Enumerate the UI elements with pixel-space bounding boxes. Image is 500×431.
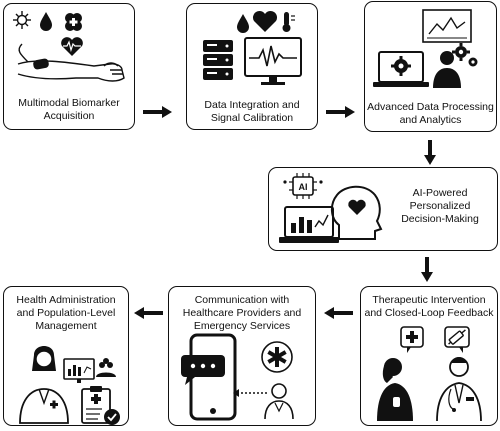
biomarker-illustration (13, 11, 125, 82)
virus-icon (13, 11, 31, 29)
chat-bubble-icon (181, 355, 225, 385)
step-label-therapeutic-intervention: Therapeutic Intervention and Closed-Loop… (361, 294, 497, 320)
step-label-line: and Analytics (399, 114, 462, 126)
monitor-chart-icon (63, 358, 95, 383)
administration-illustration (19, 346, 120, 425)
step-box-ai-decision: AI AI-Powered Personalized Decision-Maki… (268, 167, 498, 251)
step-label-line: Acquisition (43, 110, 95, 122)
step-label-line: and Closed-Loop Feedback (364, 307, 494, 319)
server-icon (203, 40, 233, 80)
step-label-data-processing: Advanced Data Processing and Analytics (365, 101, 496, 127)
flow-arrow-right (143, 106, 172, 118)
arm-sensor-icon (17, 43, 125, 82)
step-box-biomarker-acquisition: Multimodal Biomarker Acquisition (3, 3, 135, 130)
step-label-line: Data Integration and (204, 99, 300, 111)
step-box-communication: Communication with Healthcare Providers … (168, 286, 316, 426)
step-label-line: Health Administration (16, 294, 116, 306)
thermometer-icon (282, 12, 295, 32)
doctor-person-icon (436, 357, 482, 422)
data-integration-illustration (203, 10, 302, 85)
flow-arrow-left (324, 307, 353, 319)
cell-plus-icon (65, 13, 82, 31)
heart-pulse-icon (61, 37, 83, 56)
step-label-line: Multimodal Biomarker (18, 97, 120, 109)
gear-icon (452, 43, 478, 67)
step-label-line: AI-Powered (412, 187, 468, 199)
chart-board-icon (422, 9, 472, 43)
step-label-line: Advanced Data Processing (367, 101, 494, 113)
emergency-icon (261, 341, 293, 373)
head-heart-icon (331, 185, 383, 240)
people-group-icon (96, 358, 116, 377)
flow-arrow-left (134, 307, 163, 319)
dotted-arrow-icon (233, 389, 267, 397)
step-label-biomarker-acquisition: Multimodal Biomarker Acquisition (4, 97, 134, 123)
syringe-bubble-icon (444, 326, 470, 353)
step-label-line: Personalized (409, 200, 471, 212)
laptop-chart-icon (279, 206, 339, 243)
step-box-health-administration: Health Administration and Population-Lev… (3, 286, 129, 426)
analyst-person-icon (433, 51, 461, 88)
flow-arrow-right (326, 106, 355, 118)
blood-drop-icon (40, 12, 52, 31)
ai-chip-icon: AI (283, 173, 323, 199)
ai-chip-text: AI (299, 182, 308, 192)
administrator-person-icon (19, 346, 69, 424)
step-box-therapeutic-intervention: Therapeutic Intervention and Closed-Loop… (360, 286, 498, 426)
step-label-line: Therapeutic Intervention (372, 294, 486, 306)
step-box-data-integration: Data Integration and Signal Calibration (186, 3, 318, 130)
monitor-waveform-icon (244, 37, 302, 85)
therapeutic-illustration (377, 326, 482, 422)
step-label-line: and Population-Level (16, 307, 116, 319)
laptop-gear-icon (373, 51, 429, 87)
flow-arrow-down (424, 140, 436, 165)
step-label-line: Management (35, 320, 97, 332)
step-label-line: Healthcare Providers and (182, 307, 302, 319)
communication-illustration (181, 333, 294, 421)
step-label-ai-decision: AI-Powered Personalized Decision-Making (384, 187, 496, 226)
step-label-line: Decision-Making (401, 213, 479, 225)
ai-decision-illustration: AI (279, 173, 383, 243)
flow-arrow-down (421, 257, 433, 282)
medical-plus-bubble-icon (400, 326, 424, 353)
heart-icon (252, 10, 278, 32)
step-label-line: Signal Calibration (210, 112, 294, 124)
patient-person-icon (377, 358, 413, 421)
step-label-communication: Communication with Healthcare Providers … (169, 294, 315, 333)
step-label-data-integration: Data Integration and Signal Calibration (187, 99, 317, 125)
step-label-health-administration: Health Administration and Population-Lev… (4, 294, 128, 333)
step-box-data-processing: Advanced Data Processing and Analytics (364, 1, 497, 132)
data-processing-illustration (373, 9, 478, 88)
doctor-person-icon (264, 383, 294, 420)
step-label-line: Emergency Services (193, 320, 291, 332)
step-label-line: Communication with (194, 294, 290, 306)
drop-icon (237, 14, 249, 33)
clipboard-checklist-icon (81, 386, 120, 425)
